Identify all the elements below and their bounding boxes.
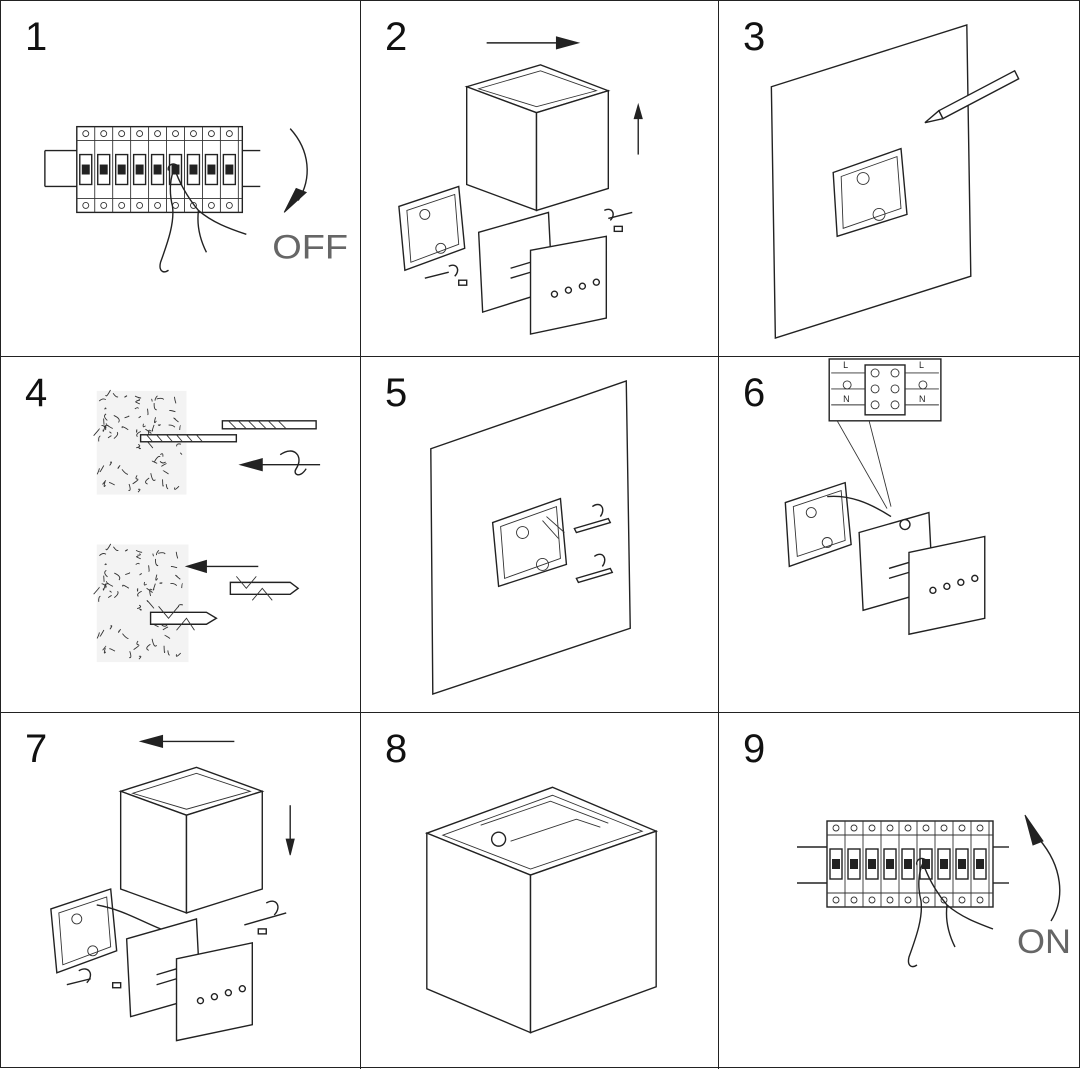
step-6-drawing: L L N N — [784, 358, 986, 636]
arrow-icon — [184, 450, 321, 574]
screw-icon — [66, 900, 287, 989]
circuit-breaker-icon — [797, 820, 1009, 908]
screw-icon — [424, 208, 633, 286]
step-8-panel: 8 — [361, 713, 719, 1069]
step-6-number: 6 — [743, 371, 766, 415]
junction-box-icon — [784, 481, 892, 568]
step-8-number: 8 — [385, 727, 408, 771]
junction-box-icon — [491, 497, 568, 588]
arrow-icon — [283, 128, 308, 213]
step-6-panel: 6 L L N N — [719, 357, 1080, 713]
terminal-label-l-left: L — [843, 360, 848, 370]
step-9-number: 9 — [743, 727, 766, 771]
hand-icon — [907, 857, 994, 968]
step-7-number: 7 — [25, 727, 48, 771]
circuit-breaker-icon — [44, 125, 261, 214]
step-1-panel: 1 OFF — [1, 1, 361, 357]
arrow-icon — [138, 734, 295, 856]
step-2-drawing — [398, 36, 643, 335]
cube-lamp-icon — [424, 786, 659, 1034]
terminal-label-n-left: N — [843, 394, 849, 404]
step-4-number: 4 — [25, 371, 48, 415]
terminal-block-detail: L L N N — [828, 358, 942, 509]
drill-bit-icon — [139, 420, 317, 443]
arrow-icon — [486, 36, 643, 155]
junction-box-icon — [398, 185, 466, 272]
junction-box-icon — [50, 888, 161, 974]
step-3-number: 3 — [743, 15, 766, 59]
step-4-drawing — [93, 389, 321, 663]
step-9-drawing: ON — [797, 814, 1071, 968]
step-3-panel: 3 — [719, 1, 1080, 357]
step-2-number: 2 — [385, 15, 408, 59]
junction-box-icon — [832, 147, 908, 238]
cube-lamp-icon — [118, 766, 265, 914]
step-9-panel: 9 ON — [719, 713, 1080, 1069]
mounting-bracket — [477, 211, 608, 335]
wall-plug — [149, 576, 300, 631]
step-5-drawing — [430, 379, 631, 696]
step-7-drawing — [50, 734, 295, 1042]
step-3-drawing — [770, 23, 1020, 339]
wall-icon — [93, 389, 189, 663]
pencil-icon — [924, 69, 1020, 124]
step-8-drawing — [424, 786, 659, 1034]
step-9-label: ON — [1017, 923, 1071, 961]
step-5-number: 5 — [385, 371, 408, 415]
step-1-drawing: OFF — [44, 125, 348, 273]
screw-icon — [573, 503, 614, 584]
hand-icon — [159, 163, 247, 273]
step-2-panel: 2 — [361, 1, 719, 357]
terminal-label-l-right: L — [919, 360, 924, 370]
arrow-icon — [1024, 814, 1061, 922]
step-5-panel: 5 — [361, 357, 719, 713]
mounting-bracket — [858, 511, 986, 636]
cube-lamp-icon — [464, 64, 611, 212]
terminal-label-n-right: N — [919, 394, 925, 404]
step-1-number: 1 — [25, 15, 48, 59]
step-4-panel: 4 — [1, 357, 361, 713]
mounting-bracket — [125, 918, 253, 1042]
step-7-panel: 7 — [1, 713, 361, 1069]
step-1-label: OFF — [272, 228, 348, 266]
